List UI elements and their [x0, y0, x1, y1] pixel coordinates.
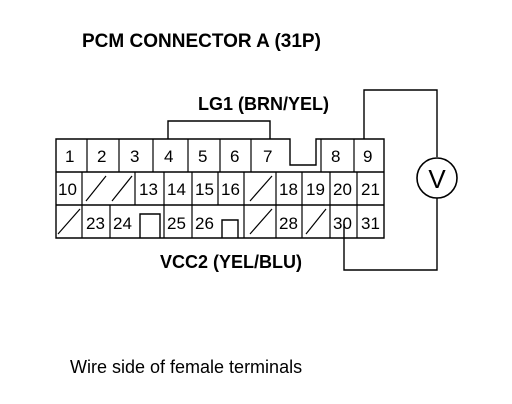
empty-cavity-slash: [85, 175, 107, 202]
pin-label: 8: [331, 147, 340, 166]
pin-labels: 1 2 3 4 5 6 7 8 9 10 13 14 15 16 18 19 2…: [58, 147, 380, 233]
pin-label: 31: [361, 214, 380, 233]
pin-label: 19: [306, 180, 325, 199]
meter-leads: [343, 89, 438, 271]
pin-label: 26: [195, 214, 214, 233]
pin-label: 25: [167, 214, 186, 233]
empty-cavity-slash: [305, 208, 327, 235]
pin-label: 5: [198, 147, 207, 166]
pin-label: 21: [361, 180, 380, 199]
pin-label: 14: [167, 180, 186, 199]
pin-label: 16: [221, 180, 240, 199]
pin-label: 9: [363, 147, 372, 166]
meter-lead-positive: [363, 89, 438, 157]
empty-cavity-slash: [111, 175, 133, 202]
pin-label: 1: [65, 147, 74, 166]
diagram-caption: Wire side of female terminals: [70, 357, 302, 377]
pin-label: 15: [195, 180, 214, 199]
voltmeter-icon: V: [416, 157, 458, 199]
empty-cavity-slash: [57, 208, 81, 235]
pin-label: 24: [113, 214, 132, 233]
pin-label: 7: [263, 147, 272, 166]
pin-label: 2: [97, 147, 106, 166]
wire-label-lg1: LG1 (BRN/YEL): [198, 94, 329, 114]
pin-label: 20: [333, 180, 352, 199]
meter-lead-negative: [343, 198, 438, 271]
empty-cavity-slash: [249, 175, 273, 202]
pin-label: 3: [130, 147, 139, 166]
cell-grid: [81, 139, 358, 238]
pin-label: 10: [58, 180, 77, 199]
pin-label: 30: [333, 214, 352, 233]
connector-key-notch: [221, 219, 239, 238]
pin-label: 23: [86, 214, 105, 233]
diagram-title: PCM CONNECTOR A (31P): [82, 31, 321, 52]
connector-key-notch: [139, 213, 161, 238]
pin-label: 18: [279, 180, 298, 199]
pin-label: 4: [164, 147, 173, 166]
wire-label-vcc2: VCC2 (YEL/BLU): [160, 252, 302, 272]
connector-outline: [55, 138, 385, 239]
pin-label: 13: [139, 180, 158, 199]
voltmeter-symbol: V: [428, 164, 446, 194]
pin-label: 6: [230, 147, 239, 166]
connector-lock-tab: [167, 120, 271, 139]
empty-cavity-slash: [249, 208, 273, 235]
empty-cavity-marks: [57, 175, 327, 235]
pin-label: 28: [279, 214, 298, 233]
